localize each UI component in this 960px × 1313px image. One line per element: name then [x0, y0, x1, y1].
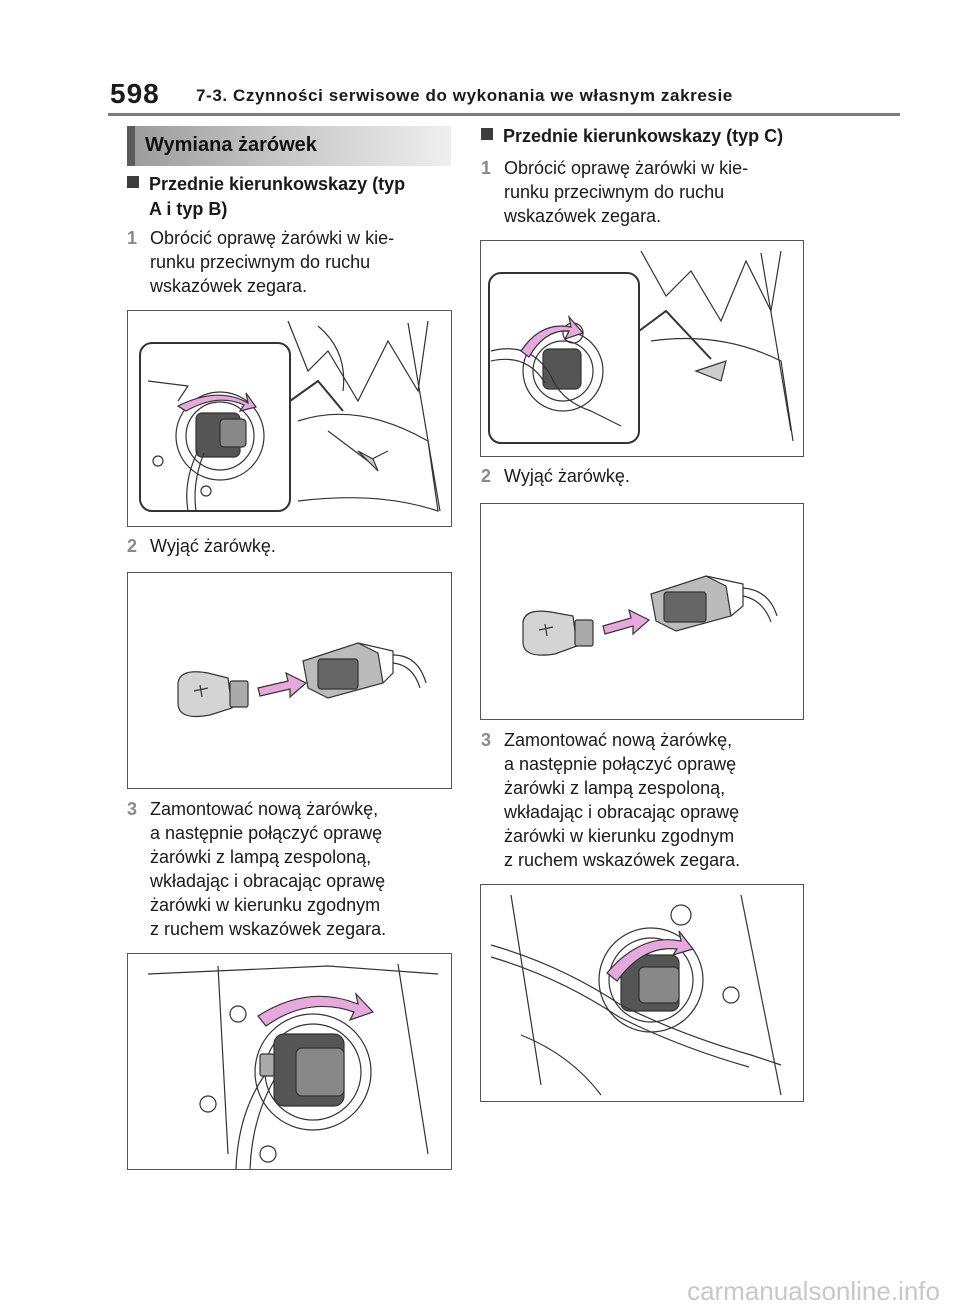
right-step-3: 3 Zamontować nową żarówkę, a następnie p… — [481, 730, 741, 870]
figure-right-install-clockwise — [480, 884, 804, 1102]
figure-left-install-clockwise — [127, 953, 452, 1170]
figure-left-remove-bulb — [127, 572, 452, 789]
section-title: Wymiana żarówek — [145, 134, 317, 156]
figure-right-remove-bulb — [480, 503, 804, 720]
header-divider — [108, 113, 900, 116]
left-step-1: 1 Obrócić oprawę żarówki w kie- runku pr… — [127, 228, 395, 296]
subhead-turn-signals-ab: Przednie kierunkowskazy (typ A i typ B) — [127, 172, 405, 222]
figure-right-rotate-counterclockwise — [480, 240, 804, 457]
chapter-title: 7-3. Czynności serwisowe do wykonania we… — [196, 86, 733, 105]
page-number: 598 — [110, 78, 160, 109]
figure-left-rotate-counterclockwise — [127, 310, 452, 527]
left-step-2: 2 Wyjąć żarówkę. — [127, 536, 276, 556]
section-heading: Wymiana żarówek — [127, 126, 451, 166]
square-bullet-icon — [127, 176, 139, 188]
subhead-turn-signals-c: Przednie kierunkowskazy (typ C) — [481, 124, 783, 149]
right-step-2: 2 Wyjąć żarówkę. — [481, 466, 630, 486]
section-marker — [127, 126, 135, 166]
right-step-1: 1 Obrócić oprawę żarówki w kie- runku pr… — [481, 158, 749, 226]
square-bullet-icon — [481, 128, 493, 140]
left-step-3: 3 Zamontować nową żarówkę, a następnie p… — [127, 799, 387, 939]
watermark: carmanualsonline.info — [687, 1276, 940, 1306]
